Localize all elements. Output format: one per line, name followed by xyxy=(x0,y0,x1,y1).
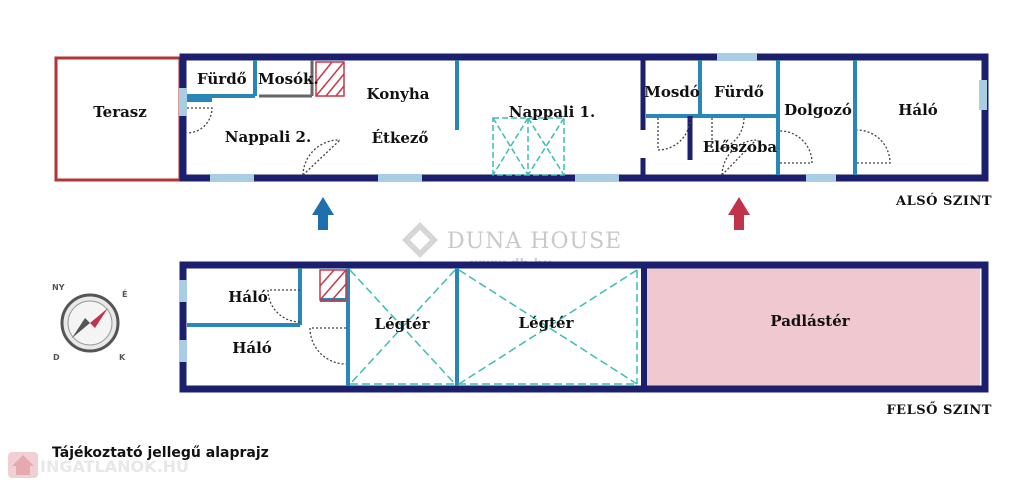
room-kitchen: Konyha xyxy=(367,85,430,103)
stair-lower xyxy=(315,61,345,97)
room-dining: Étkező xyxy=(372,129,429,147)
lower-level-label: ALSÓ SZINT xyxy=(895,192,992,209)
entrance-arrow-red xyxy=(728,197,750,230)
room-living1: Nappali 1. xyxy=(509,103,595,121)
watermark-brand: DUNA HOUSE xyxy=(447,229,622,254)
void-upper xyxy=(349,269,638,385)
room-attic: Padlástér xyxy=(770,312,850,330)
room-living2: Nappali 2. xyxy=(225,128,311,146)
room-bathroom-left: Fürdő xyxy=(197,70,247,88)
room-void1: Légtér xyxy=(375,315,431,333)
watermark-logo xyxy=(402,222,438,258)
room-upper-bedroom1: Háló xyxy=(228,288,268,306)
entrance-arrow-blue xyxy=(312,197,334,230)
room-upper-bedroom2: Háló xyxy=(232,339,272,357)
lower-windows xyxy=(179,53,987,182)
upper-outer-wall xyxy=(179,261,989,393)
upper-level-label: FELSŐ SZINT xyxy=(886,402,992,418)
room-hall: Előszoba xyxy=(703,138,778,156)
room-washroom: Mosdó xyxy=(644,83,700,101)
stair-walls xyxy=(259,60,314,98)
doors-lower xyxy=(186,107,891,176)
room-bathroom-right: Fürdő xyxy=(714,83,764,101)
room-void2: Légtér xyxy=(519,314,575,332)
disclaimer-note: Tájékoztató jellegű alaprajz xyxy=(52,445,269,461)
svg-text:K: K xyxy=(119,353,126,362)
lower-partitions xyxy=(187,60,857,175)
svg-text:É: É xyxy=(122,288,127,299)
room-study: Dolgozó xyxy=(784,101,852,119)
upper-windows xyxy=(179,280,187,362)
room-laundry: Mosók. xyxy=(258,70,319,88)
stair-upper xyxy=(319,269,347,301)
compass-icon: NY É D K xyxy=(52,283,127,362)
svg-text:NY: NY xyxy=(52,283,65,292)
svg-text:D: D xyxy=(53,353,60,362)
ingatlanok-logo: INGATLANOK.HU xyxy=(8,452,189,478)
doors-upper xyxy=(267,289,347,365)
svg-text:INGATLANOK.HU: INGATLANOK.HU xyxy=(40,457,189,476)
void-lower xyxy=(492,117,565,176)
room-terrace: Terasz xyxy=(93,103,147,121)
attic-fill xyxy=(646,266,980,387)
room-bedroom: Háló xyxy=(898,101,938,119)
